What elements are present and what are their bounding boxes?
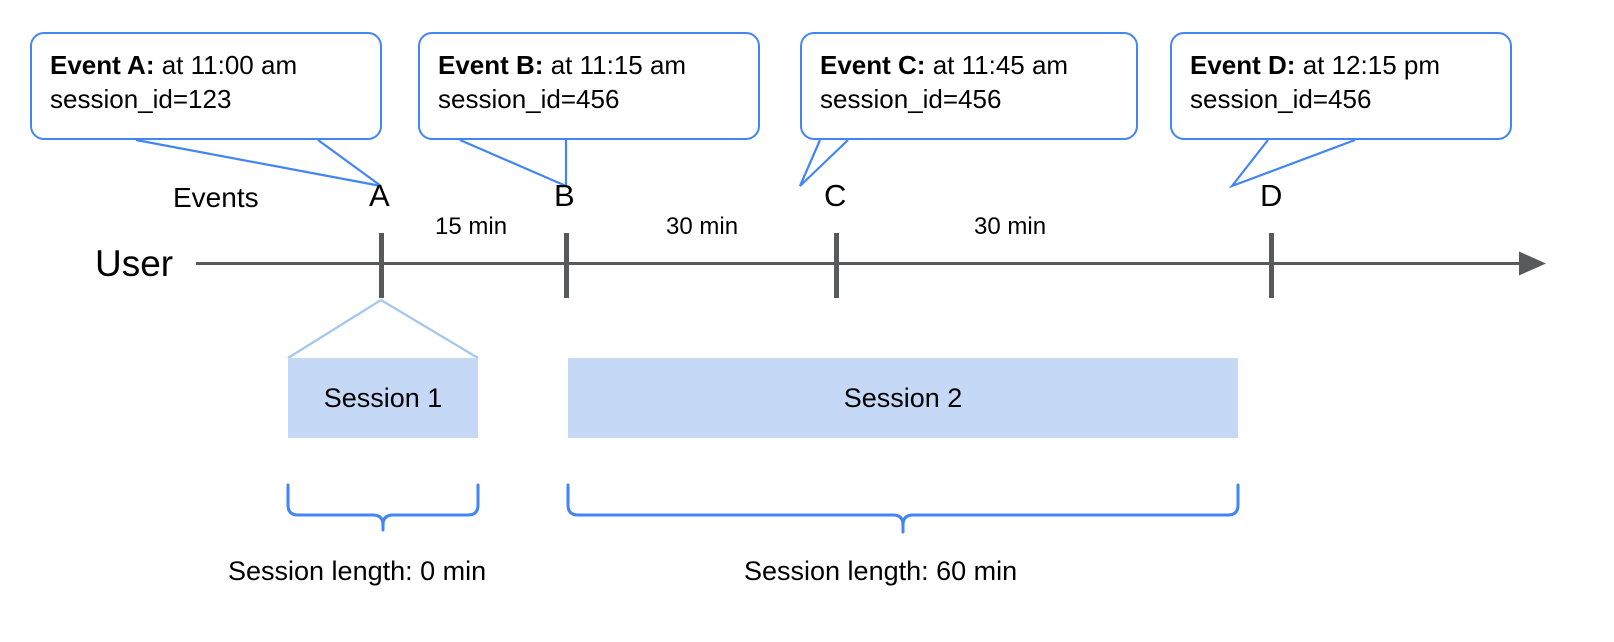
callout-b-session-id: session_id=456 xyxy=(438,84,620,115)
user-timeline-axis xyxy=(196,262,1511,265)
session1-connector-lines xyxy=(287,298,479,360)
callout-d-time: at 12:15 pm xyxy=(1295,50,1441,80)
callout-event-a: Event A: at 11:00 am session_id=123 xyxy=(30,32,382,140)
session-2-length-label: Session length: 60 min xyxy=(744,556,1018,586)
callout-tail-c xyxy=(798,139,849,187)
callout-event-d: Event D: at 12:15 pm session_id=456 xyxy=(1170,32,1512,140)
event-tick-b xyxy=(564,233,569,298)
callout-b-event-label: Event B: xyxy=(438,50,544,80)
event-tick-a xyxy=(379,233,384,298)
duration-label-b-c: 30 min xyxy=(666,213,739,240)
event-marker-d: D xyxy=(1260,178,1283,213)
session-bar-2: Session 2 xyxy=(568,358,1238,438)
events-row-label: Events xyxy=(173,182,259,213)
callout-c-time: at 11:45 am xyxy=(925,50,1069,80)
callout-event-c: Event C: at 11:45 am session_id=456 xyxy=(800,32,1138,140)
session2-brace xyxy=(566,483,1240,534)
event-marker-c: C xyxy=(824,178,847,213)
duration-label-a-b: 15 min xyxy=(435,213,508,240)
event-tick-d xyxy=(1269,233,1274,298)
event-tick-c xyxy=(834,233,839,298)
callout-tail-d xyxy=(1228,138,1356,189)
session-1-length-label: Session length: 0 min xyxy=(228,556,487,586)
callout-c-session-id: session_id=456 xyxy=(820,84,1002,115)
callout-tail-a xyxy=(135,138,382,188)
duration-label-c-d: 30 min xyxy=(974,213,1047,240)
session1-brace xyxy=(286,483,480,532)
event-marker-b: B xyxy=(554,178,575,213)
callout-d-session-id: session_id=456 xyxy=(1190,84,1372,115)
callout-tail-b xyxy=(459,138,568,188)
callout-c-event-label: Event C: xyxy=(820,50,926,80)
callout-a-session-id: session_id=123 xyxy=(50,84,232,115)
session-bar-2-label: Session 2 xyxy=(843,382,963,413)
event-marker-a: A xyxy=(369,178,390,213)
callout-a-time: at 11:00 am xyxy=(154,50,298,80)
session-bar-1: Session 1 xyxy=(288,358,478,438)
user-row-label: User xyxy=(95,243,174,284)
callout-event-b: Event B: at 11:15 am session_id=456 xyxy=(418,32,760,140)
callout-b-time: at 11:15 am xyxy=(543,50,687,80)
callout-a-event-label: Event A: xyxy=(50,50,155,80)
callout-d-event-label: Event D: xyxy=(1190,50,1296,80)
session-bar-1-label: Session 1 xyxy=(323,382,443,413)
